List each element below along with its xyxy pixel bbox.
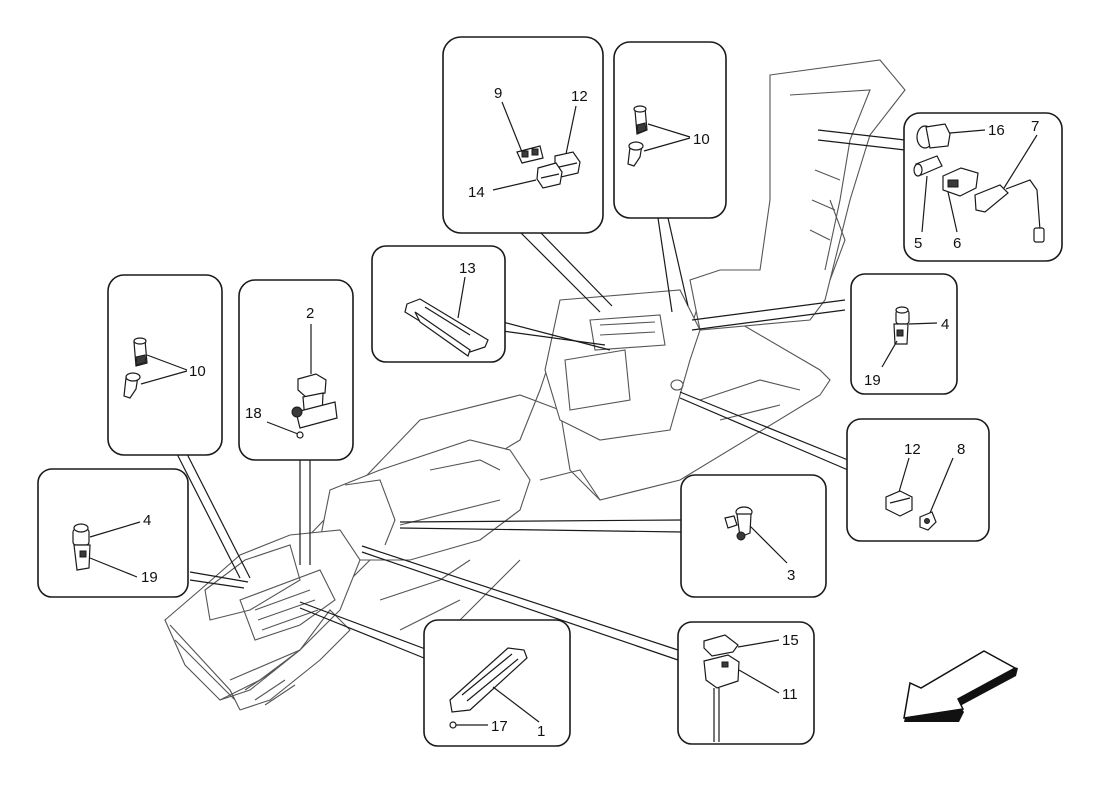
callout-label-3: 3 (787, 567, 795, 584)
callout-label-13: 13 (459, 260, 476, 277)
callout-box-10-top: 10 (613, 41, 727, 219)
callout-label-19-right: 19 (864, 372, 881, 389)
part-3-socket (724, 506, 753, 541)
callout-label-5: 5 (914, 235, 922, 252)
part-4-switch-right (893, 306, 910, 345)
callout-label-12-right: 12 (904, 441, 921, 458)
callout-box-4-19-right: 4 19 (850, 273, 958, 395)
part-2-switch (291, 373, 338, 429)
callout-label-16: 16 (988, 122, 1005, 139)
part-10-socket (627, 105, 648, 167)
callout-label-7: 7 (1031, 118, 1039, 135)
callout-label-4-right: 4 (941, 316, 949, 333)
callout-box-13: 13 (371, 245, 506, 363)
callout-label-18: 18 (245, 405, 262, 422)
callout-label-14: 14 (468, 184, 485, 201)
part-10-socket-left (123, 337, 148, 399)
callout-box-1-17: 17 1 (423, 619, 571, 747)
part-16-bulb-holder (916, 123, 951, 149)
callout-box-3: 3 (680, 474, 827, 598)
callout-label-4-left: 4 (143, 512, 151, 529)
part-12-switch-right (885, 490, 913, 517)
callout-box-12-8: 12 8 (846, 418, 990, 542)
part-15-cover (703, 634, 739, 657)
part-7-lamp-cable (974, 179, 1045, 243)
callout-label-10-left: 10 (189, 363, 206, 380)
callout-box-2-18: 2 18 (238, 279, 354, 461)
orientation-arrow-icon (903, 650, 1018, 722)
callout-label-17: 17 (491, 718, 508, 735)
part-11-socket (703, 654, 740, 742)
callout-label-6: 6 (953, 235, 961, 252)
callout-label-19-left: 19 (141, 569, 158, 586)
part-6-switch (942, 167, 979, 197)
callout-label-11: 11 (782, 686, 798, 703)
part-14-switch (536, 162, 563, 189)
callout-box-15-11: 15 11 (677, 621, 815, 745)
callout-label-15: 15 (782, 632, 799, 649)
part-13-switch-panel (404, 298, 489, 357)
part-9-trim (516, 145, 544, 164)
callout-label-1: 1 (537, 723, 545, 740)
part-4-switch-left (72, 523, 91, 571)
part-1-switch-strip (449, 647, 528, 713)
callout-box-16-7-5-6: 16 7 5 6 (903, 112, 1063, 262)
part-5-bulb (913, 155, 943, 177)
callout-label-9: 9 (494, 85, 502, 102)
leader-lines (175, 129, 906, 661)
callout-label-10: 10 (693, 131, 710, 148)
callout-box-10-left: 10 (107, 274, 223, 456)
center-console (164, 59, 906, 711)
callout-box-9-12-14: 9 12 14 (442, 36, 604, 234)
callout-label-2: 2 (306, 305, 314, 322)
callout-box-4-19-left: 4 19 (37, 468, 189, 598)
callout-label-8: 8 (957, 441, 965, 458)
callout-label-12: 12 (571, 88, 588, 105)
